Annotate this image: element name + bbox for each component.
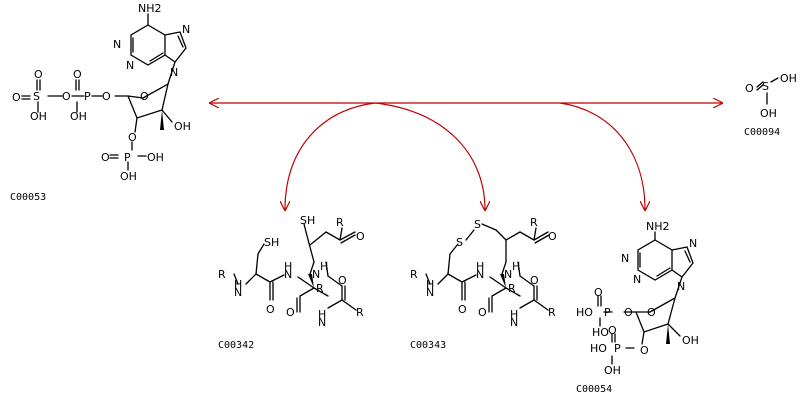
atom-p: P xyxy=(124,151,131,164)
atom-h: H xyxy=(512,260,520,273)
atom-p: P xyxy=(604,306,611,319)
structure-c00054: NH2 N N N N O O P O HO HO O P O HO OH OH… xyxy=(576,220,699,395)
atom-h: H xyxy=(510,308,518,321)
atom-o: O xyxy=(102,90,111,103)
atom-n: N xyxy=(677,280,685,293)
atom-nh2: NH2 xyxy=(646,220,670,233)
atom-p: P xyxy=(614,342,621,355)
atom-o: O xyxy=(458,303,467,316)
atom-n: N xyxy=(633,273,641,286)
atom-o: O xyxy=(62,90,71,103)
atom-o: O xyxy=(73,68,82,81)
atom-oh: OH xyxy=(147,151,164,164)
atom-oh: OH xyxy=(604,364,621,377)
atom-n: N xyxy=(426,286,434,299)
atom-o: O xyxy=(128,131,137,144)
atom-o: O xyxy=(548,230,557,243)
atom-oh: OH xyxy=(70,110,87,123)
atom-r: R xyxy=(316,282,324,295)
atom-oh: OH xyxy=(760,107,777,120)
compound-id-c00342: C00342 xyxy=(218,340,254,351)
atom-n: N xyxy=(510,316,518,329)
atom-o: O xyxy=(745,82,754,95)
atom-n: N xyxy=(504,268,512,281)
atom-o: O xyxy=(356,230,365,243)
atom-n: N xyxy=(126,59,134,72)
atom-n: N xyxy=(234,286,242,299)
atom-o: O xyxy=(101,151,110,164)
atom-sh: SH xyxy=(300,214,315,227)
atom-h: H xyxy=(234,278,242,291)
atom-r: R xyxy=(548,306,556,319)
atom-o: O xyxy=(624,306,633,319)
atom-o: O xyxy=(530,274,539,287)
arrow-to-c00343 xyxy=(374,102,485,210)
compound-id-c00343: C00343 xyxy=(410,340,446,351)
atom-n: N xyxy=(182,23,190,36)
atom-o: O xyxy=(594,286,603,299)
atom-h: H xyxy=(284,260,292,273)
atom-oh: OH xyxy=(682,334,699,347)
atom-o: O xyxy=(12,91,21,104)
compound-id-c00054: C00054 xyxy=(576,384,612,395)
atom-o: O xyxy=(608,324,617,337)
atom-r: R xyxy=(336,216,344,229)
atom-o: O xyxy=(640,344,649,357)
atom-r: R xyxy=(530,216,538,229)
atom-h: H xyxy=(320,260,328,273)
atom-ho: HO xyxy=(592,326,609,339)
atom-oh: OH xyxy=(174,120,191,133)
atom-h: H xyxy=(426,278,434,291)
atom-n: N xyxy=(476,268,484,281)
atom-o: O xyxy=(647,306,656,319)
atom-o: O xyxy=(478,306,487,319)
atom-p: P xyxy=(84,90,91,103)
atom-oh: OH xyxy=(120,170,137,183)
atom-s: S xyxy=(456,236,463,249)
atom-o: O xyxy=(338,274,347,287)
atom-s: S xyxy=(474,218,481,231)
arrow-to-c00054 xyxy=(559,102,645,210)
atom-s: S xyxy=(33,90,40,103)
atom-nh2: NH2 xyxy=(138,2,162,15)
atom-o: O xyxy=(34,68,43,81)
atom-o: O xyxy=(286,306,295,319)
structure-c00342: R N H SH O N H SH R O N H R O N H O R C0… xyxy=(218,214,365,351)
reaction-arrows xyxy=(210,103,722,210)
atom-n: N xyxy=(312,268,320,281)
atom-n: N xyxy=(113,38,121,51)
atom-n: N xyxy=(170,66,178,79)
atom-sh: SH xyxy=(264,236,279,249)
atom-n: N xyxy=(318,316,326,329)
atom-s: S xyxy=(762,80,769,93)
atom-r: R xyxy=(356,306,364,319)
atom-h: H xyxy=(318,308,326,321)
compound-id-c00053: C00053 xyxy=(10,192,46,203)
atom-oh: OH xyxy=(780,72,797,85)
structure-c00094: O S OH OH C00094 xyxy=(744,72,797,138)
atom-o: O xyxy=(140,90,149,103)
atom-n: N xyxy=(284,268,292,281)
atom-oh: OH xyxy=(30,110,47,123)
atom-r: R xyxy=(508,282,516,295)
compound-id-c00094: C00094 xyxy=(744,127,780,138)
structure-c00343: R N H S S O N H R O N H R O N H O R C003… xyxy=(410,216,557,351)
atom-ho: HO xyxy=(590,342,607,355)
atom-n: N xyxy=(689,237,697,250)
atom-h: H xyxy=(476,260,484,273)
structure-c00053: NH2 N N N N O O P O OH O S O O OH O OH P… xyxy=(10,2,191,203)
atom-r: R xyxy=(218,268,226,281)
arrow-to-c00342 xyxy=(285,102,376,210)
atom-o: O xyxy=(266,303,275,316)
atom-r: R xyxy=(410,268,418,281)
atom-n: N xyxy=(621,252,629,265)
atom-ho: HO xyxy=(576,306,593,319)
